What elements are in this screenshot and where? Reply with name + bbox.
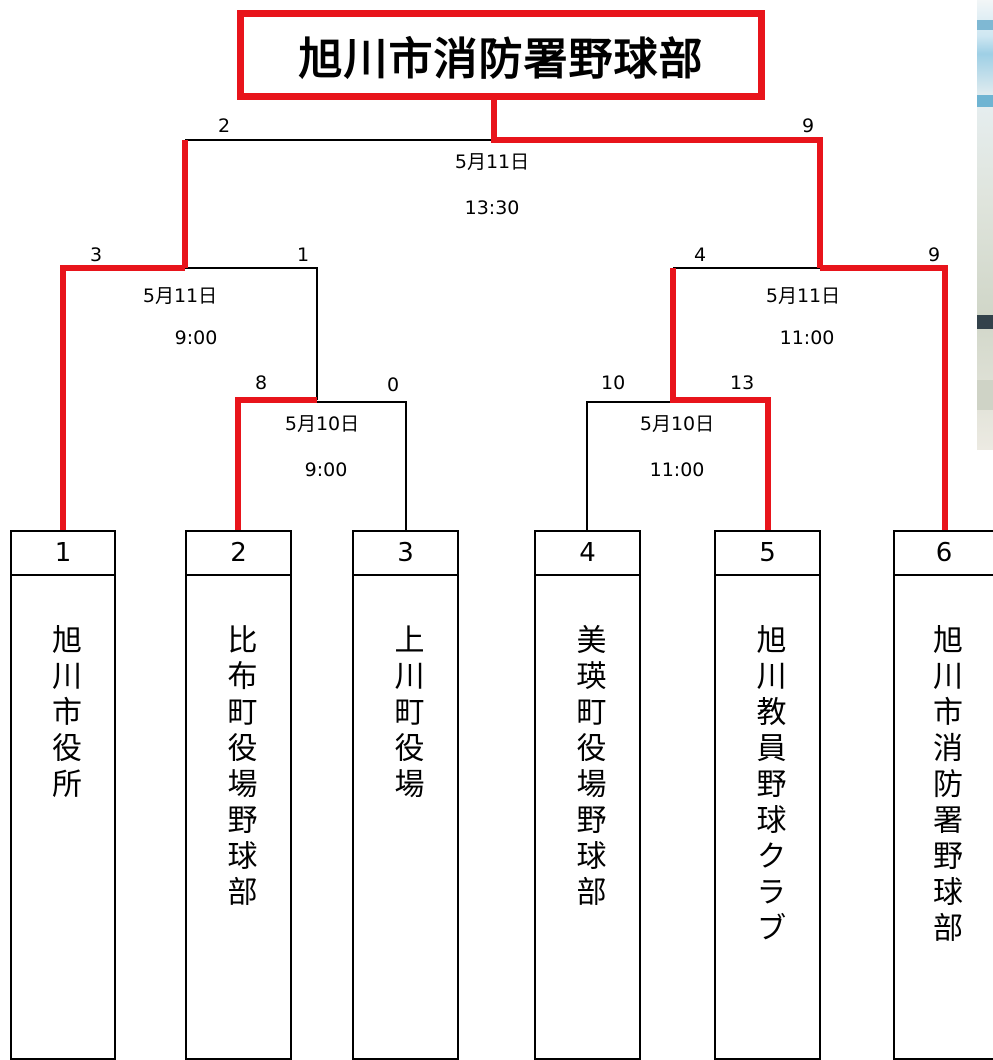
bracket-black-lines (185, 139, 820, 531)
team-entry-1: 1 旭川市役所 (10, 530, 116, 1060)
path-team2 (235, 397, 317, 531)
team-name: 比布町役場野球部 (221, 624, 257, 912)
score-m2-right: 13 (730, 372, 755, 394)
team-seed: 1 (12, 532, 114, 576)
score-m1-left: 8 (255, 372, 268, 394)
m4-time: 11:00 (779, 327, 835, 349)
team-name: 旭川教員野球クラブ (750, 624, 786, 948)
team-seed: 2 (187, 532, 290, 576)
background-photo-strip (977, 0, 993, 450)
team-entry-6: 6 旭川市消防署野球部 (893, 530, 993, 1060)
team-seed: 6 (895, 532, 993, 576)
score-m2-left: 10 (601, 372, 626, 394)
champion-name: 旭川市消防署野球部 (298, 34, 704, 85)
m1-time: 9:00 (304, 459, 348, 481)
score-m1-right: 0 (387, 374, 400, 396)
path-team6 (820, 265, 948, 531)
score-m3-right: 1 (297, 244, 310, 266)
m2-date: 5月10日 (639, 413, 715, 435)
team-name: 旭川市消防署野球部 (927, 624, 962, 948)
score-final-left: 2 (218, 115, 231, 137)
m3-date: 5月11日 (142, 285, 218, 307)
champion-box: 旭川市消防署野球部 (237, 10, 765, 100)
team-entry-2: 2 比布町役場野球部 (185, 530, 292, 1060)
m1-date: 5月10日 (284, 413, 360, 435)
team-name: 上川町役場 (388, 624, 424, 804)
team-seed: 3 (354, 532, 457, 576)
score-m4-right: 9 (928, 244, 941, 266)
team-seed: 4 (536, 532, 639, 576)
final-date: 5月11日 (454, 151, 530, 173)
team-name: 美瑛町役場野球部 (570, 624, 606, 912)
team-entry-5: 5 旭川教員野球クラブ (714, 530, 821, 1060)
bracket-winner-lines (60, 100, 948, 531)
m4-date: 5月11日 (765, 285, 841, 307)
team-name: 旭川市役所 (46, 624, 81, 804)
m2-time: 11:00 (649, 459, 705, 481)
team-entry-3: 3 上川町役場 (352, 530, 459, 1060)
m2-left-branch (586, 401, 673, 531)
m3-right-branch (185, 267, 318, 400)
score-final-right: 9 (802, 115, 815, 137)
final-time: 13:30 (464, 197, 520, 219)
team-seed: 5 (716, 532, 819, 576)
m3-time: 9:00 (174, 327, 218, 349)
path-team5 (670, 268, 771, 531)
m1-right-branch (317, 401, 407, 531)
path-champion (491, 100, 823, 268)
score-m3-left: 3 (90, 244, 103, 266)
team-entry-4: 4 美瑛町役場野球部 (534, 530, 641, 1060)
score-m4-left: 4 (694, 244, 707, 266)
path-team1 (60, 265, 185, 531)
